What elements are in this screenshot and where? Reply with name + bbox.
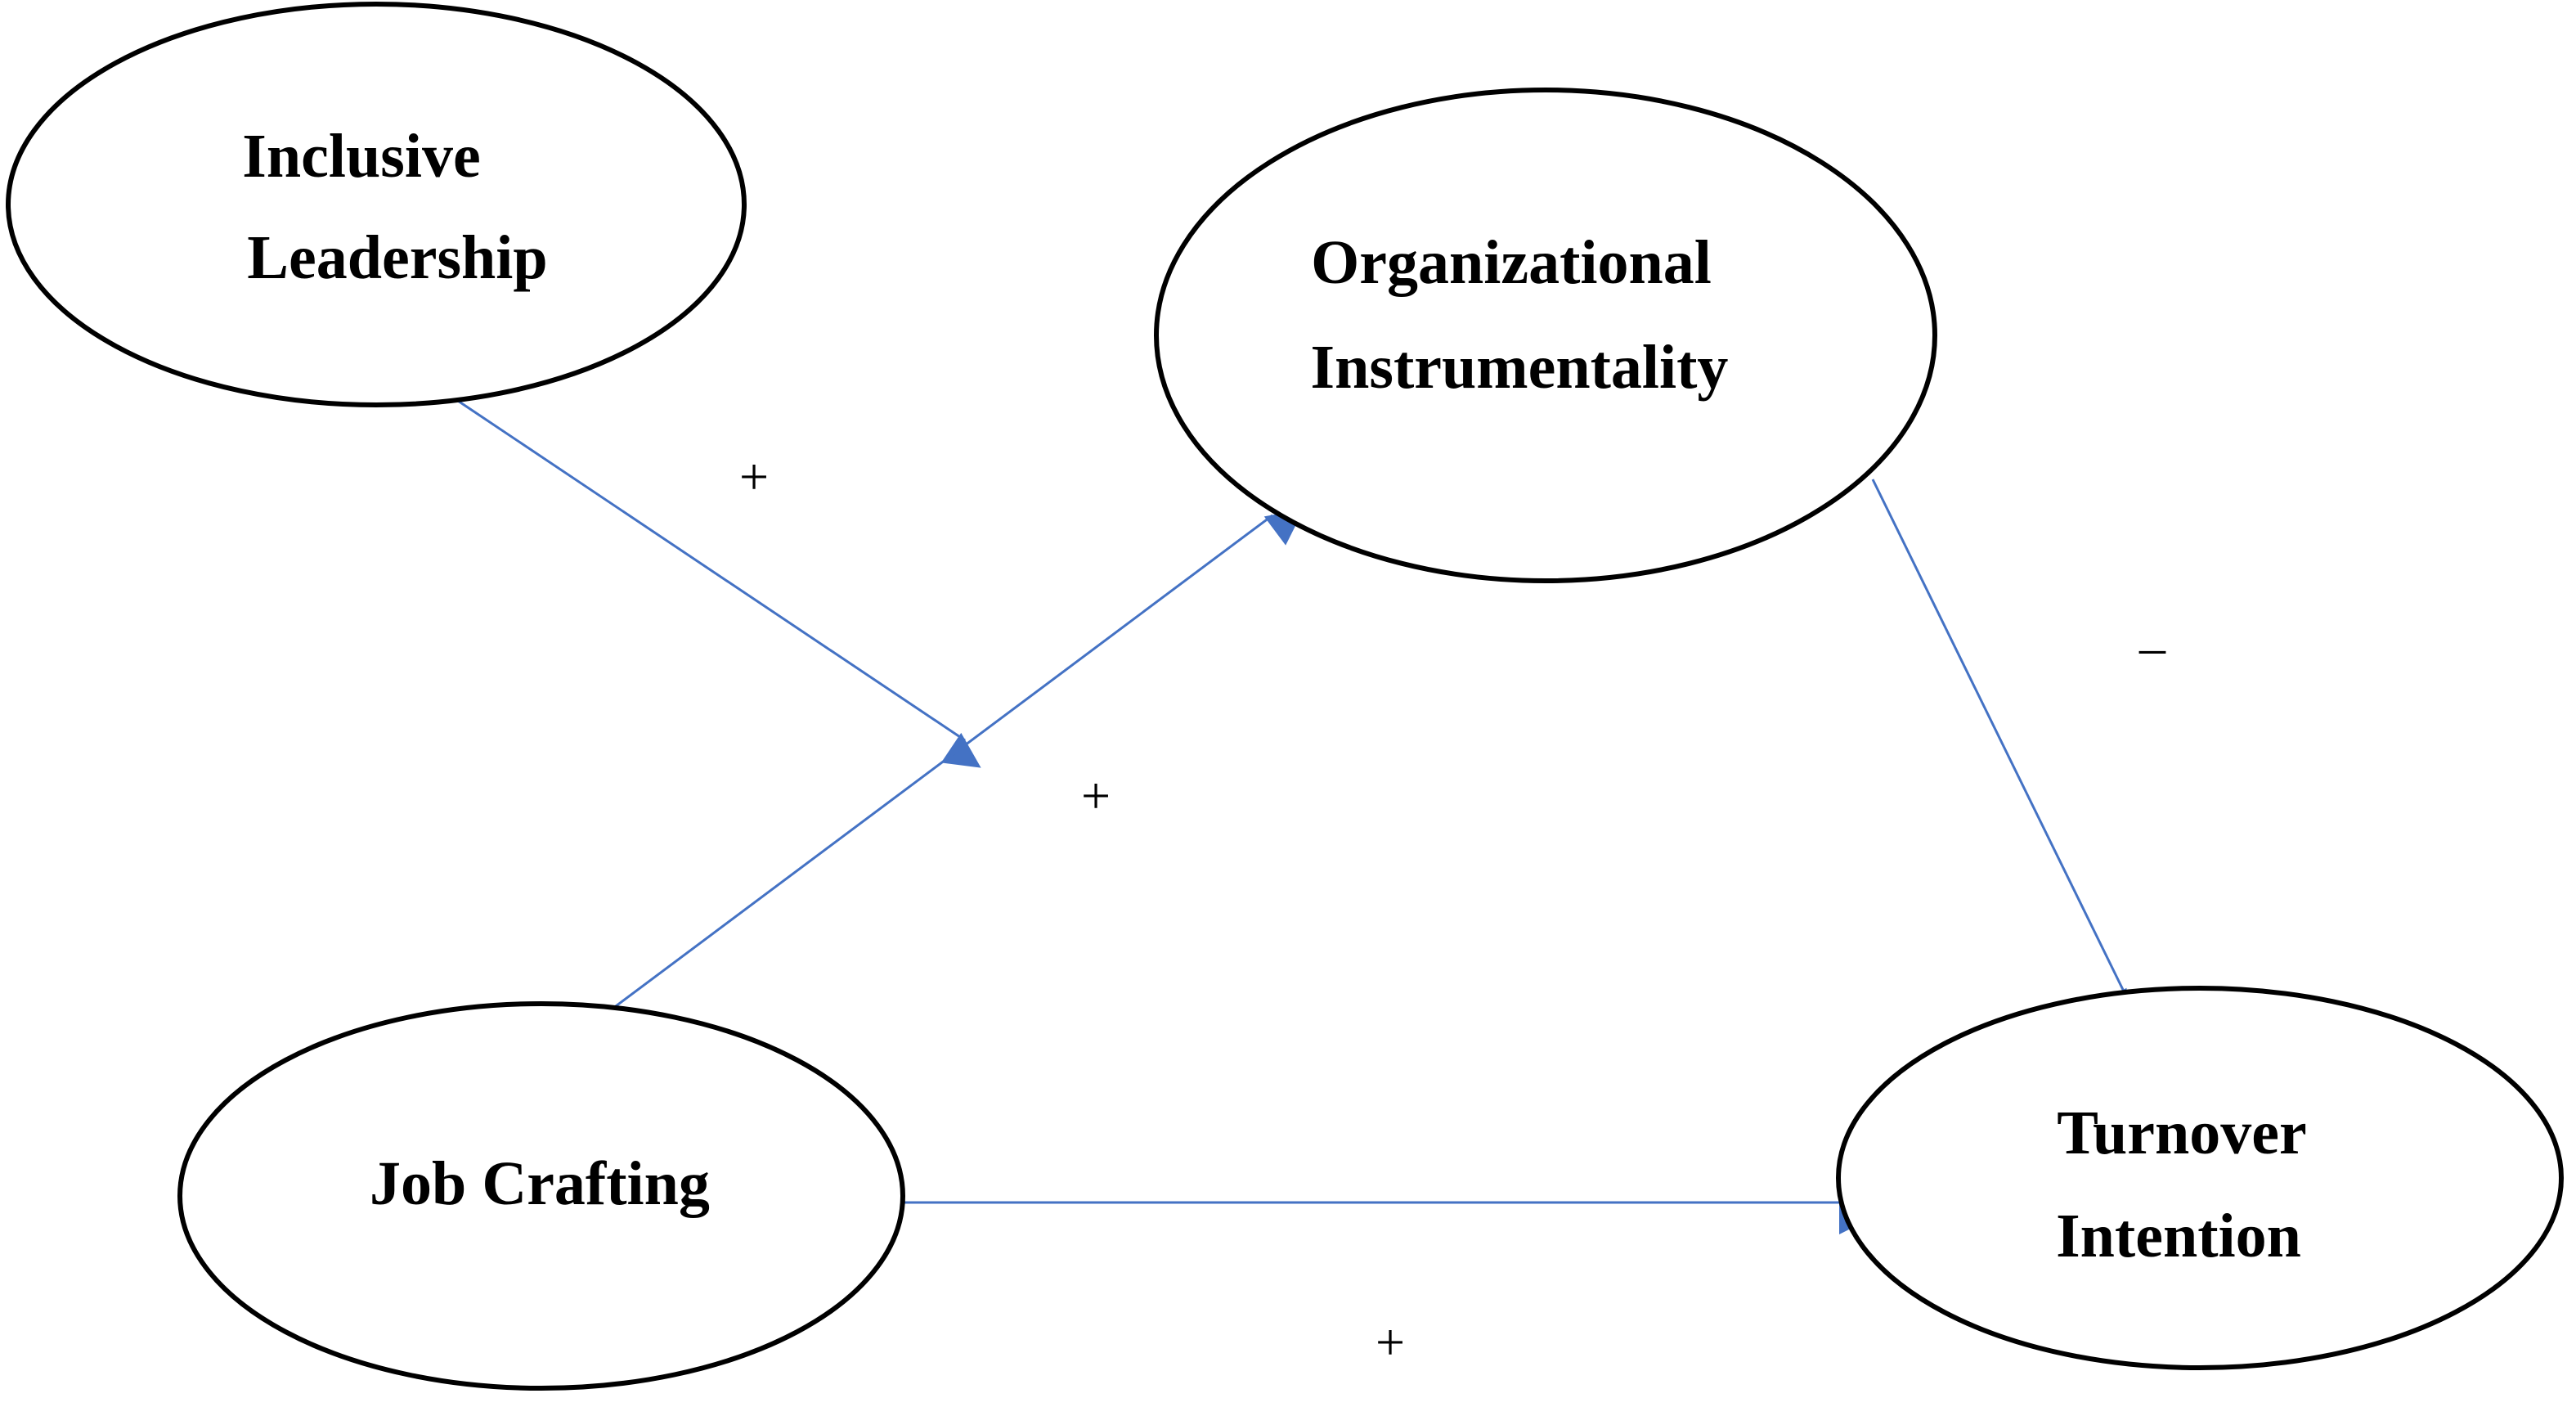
edge-signs: + + – + — [739, 447, 2166, 1371]
node-label-line1: Turnover — [2057, 1099, 2306, 1167]
node-label-line2: Intention — [2056, 1202, 2301, 1270]
node-organizational-instrumentality: Organizational Instrumentality — [1154, 88, 1937, 583]
node-ellipse — [177, 1001, 905, 1391]
node-ellipse — [1154, 88, 1937, 583]
node-label-line1: Job Crafting — [370, 1149, 710, 1218]
node-label-line2: Leadership — [247, 223, 547, 292]
node-job-crafting: Job Crafting — [177, 1001, 905, 1391]
node-label-line1: Inclusive — [242, 122, 480, 191]
edge-crafting-to-instrumentality — [608, 509, 1304, 1013]
node-label-line1: Organizational — [1311, 228, 1712, 297]
edge-instrumentality-to-turnover — [1871, 479, 2128, 1028]
node-ellipse — [1836, 986, 2564, 1370]
sign-crafting-to-turnover: + — [1376, 1313, 1405, 1371]
node-label-line2: Instrumentality — [1311, 333, 1729, 402]
node-inclusive-leadership: Inclusive Leadership — [6, 2, 747, 407]
sign-leadership-moderation: + — [739, 447, 769, 506]
node-ellipse — [6, 2, 747, 407]
sign-instrumentality-to-turnover: – — [2138, 618, 2166, 676]
node-turnover-intention: Turnover Intention — [1836, 986, 2564, 1370]
sign-crafting-to-instrumentality: + — [1081, 766, 1111, 825]
edges — [457, 399, 2128, 1235]
edge-leadership-moderation — [457, 399, 981, 768]
